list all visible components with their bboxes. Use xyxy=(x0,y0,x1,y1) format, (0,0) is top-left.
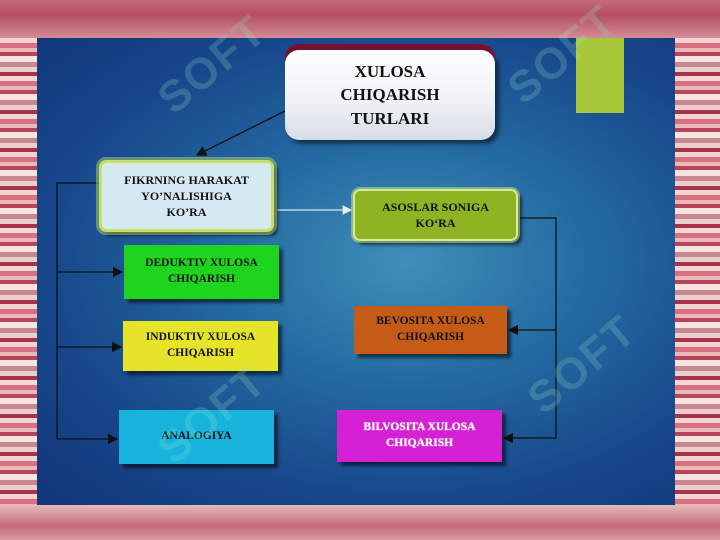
bottom-stripe-band xyxy=(0,505,720,540)
bevosita-line-2: CHIQARISH xyxy=(396,331,465,343)
deduktiv-line-1: DEDUKTIV XULOSA xyxy=(145,257,258,270)
slide-canvas: XULOSA CHIQARISH TURLARI FIKRNING HARAKA… xyxy=(37,38,675,505)
bilvosita-line-2: CHIQARISH xyxy=(385,437,454,449)
title-line-1: XULOSA xyxy=(354,61,426,81)
induktiv-box: INDUKTIV XULOSA CHIQARISH xyxy=(123,321,278,371)
left-bracket-line xyxy=(56,182,99,439)
title-line-2: CHIQARISH xyxy=(340,85,440,105)
right-bracket-line xyxy=(520,217,557,438)
bilvosita-line-1: BILVOSITA XULOSA xyxy=(363,421,476,434)
fikr-harakat-box: FIKRNING HARAKAT YO’NALISHIGA KO’RA xyxy=(96,157,277,235)
title-line-3: TURLARI xyxy=(350,108,430,128)
fikr-line-2: YO’NALISHIGA xyxy=(141,188,232,203)
top-stripe-band xyxy=(0,0,720,38)
asoslar-soniga-box: ASOSLAR SONIGA KO‘RA xyxy=(351,187,520,243)
fikr-line-1: FIKRNING HARAKAT xyxy=(124,172,249,187)
asos-line-1: ASOSLAR SONIGA xyxy=(381,199,490,214)
diagram-title-box: XULOSA CHIQARISH TURLARI xyxy=(285,50,495,140)
induktiv-line-2: CHIQARISH xyxy=(166,347,235,359)
bevosita-box: BEVOSITA XULOSA CHIQARISH xyxy=(354,306,507,354)
bevosita-line-1: BEVOSITA XULOSA xyxy=(376,315,485,328)
deduktiv-line-2: CHIQARISH xyxy=(167,273,236,285)
analogiya-label: ANALOGIYA xyxy=(161,430,232,443)
asos-line-2: KO‘RA xyxy=(415,216,456,230)
bilvosita-box: BILVOSITA XULOSA CHIQARISH xyxy=(337,410,502,462)
deduktiv-box: DEDUKTIV XULOSA CHIQARISH xyxy=(124,245,279,299)
fikr-line-3: KO’RA xyxy=(166,205,207,220)
connector-lines xyxy=(56,109,557,445)
corner-accent-block xyxy=(576,38,624,113)
arrow-title-to-fikr xyxy=(195,109,288,156)
analogiya-box: ANALOGIYA xyxy=(119,410,274,464)
induktiv-line-1: INDUKTIV XULOSA xyxy=(145,331,256,344)
